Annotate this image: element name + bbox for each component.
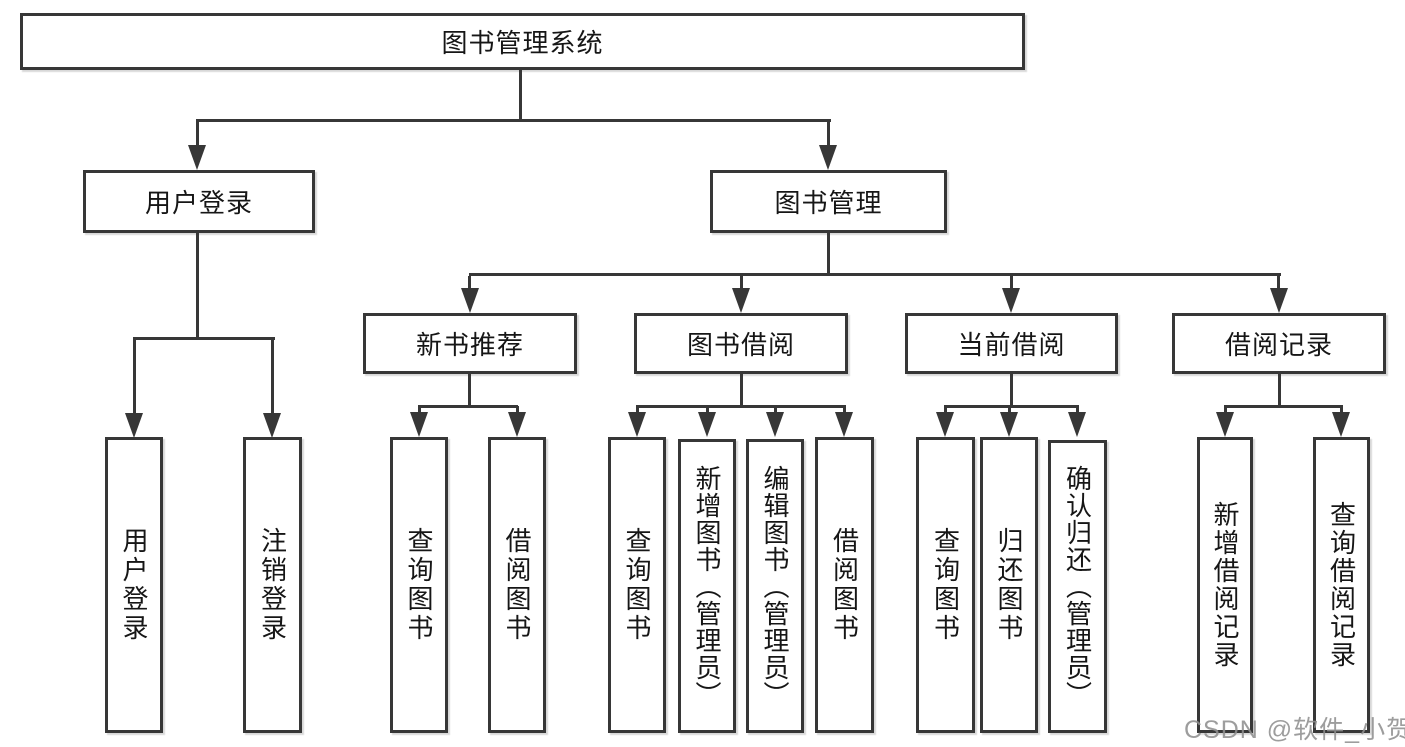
leaf-borrow-books-recommend: 借阅图书 [488,437,546,733]
connector-line [944,406,947,414]
node-current-borrow: 当前借阅 [905,313,1118,374]
connector-line [827,122,830,147]
connector-line [519,70,522,122]
leaf-add-borrow-record: 新增借阅记录 [1197,437,1253,733]
connector-line [133,337,275,340]
node-book-management: 图书管理 [710,170,947,233]
connector-line [196,122,199,147]
leaf-return-book: 归还图书 [980,437,1038,733]
node-user-login: 用户登录 [83,170,315,233]
arrow-down-icon [936,412,954,437]
connector-line [196,119,831,122]
connector-line [1277,276,1280,290]
connector-line [740,374,743,408]
connector-line [1010,276,1013,290]
node-root-system: 图书管理系统 [20,13,1025,70]
leaf-query-books-current: 查询图书 [916,437,975,733]
arrow-down-icon [819,145,837,170]
connector-line [1278,374,1281,408]
connector-line [1008,406,1011,414]
arrow-down-icon [628,412,646,437]
leaf-query-books-recommend: 查询图书 [390,437,448,733]
connector-line [774,406,777,414]
leaf-query-borrow-record: 查询借阅记录 [1313,437,1370,733]
leaf-confirm-return-admin: 确认归还（管理员） [1048,440,1107,733]
arrow-down-icon [508,412,526,437]
arrow-down-icon [732,288,750,313]
connector-line [636,405,846,408]
connector-line [827,233,830,273]
leaf-add-book-admin: 新增图书（管理员） [678,439,736,733]
connector-line [1340,406,1343,414]
arrow-down-icon [1216,412,1234,437]
connector-line [843,406,846,414]
arrow-down-icon [835,412,853,437]
connector-line [469,273,1281,276]
connector-line [468,276,471,290]
connector-line [1224,405,1343,408]
connector-line [271,340,274,414]
connector-line [1010,374,1013,408]
arrow-down-icon [263,413,281,438]
connector-line [706,406,709,414]
leaf-logout: 注销登录 [243,437,302,733]
connector-line [516,406,519,414]
arrow-down-icon [188,145,206,170]
arrow-down-icon [1332,412,1350,437]
connector-line [1224,406,1227,414]
connector-line [944,405,1079,408]
connector-line [1076,406,1079,414]
connector-line [636,406,639,414]
connector-line [133,340,136,414]
leaf-user-login: 用户登录 [105,437,163,733]
arrow-down-icon [698,412,716,437]
arrow-down-icon [461,288,479,313]
leaf-edit-book-admin: 编辑图书（管理员） [746,439,804,733]
arrow-down-icon [1000,412,1018,437]
leaf-query-books-borrow: 查询图书 [608,437,666,733]
connector-line [468,374,471,408]
connector-line [418,405,518,408]
node-new-book-recommend: 新书推荐 [363,313,577,374]
arrow-down-icon [766,412,784,437]
watermark: CSDN @软件_小贺同学 [1184,716,1405,744]
node-borrow-records: 借阅记录 [1172,313,1386,374]
leaf-borrow-books-borrow: 借阅图书 [815,437,874,733]
connector-line [196,233,199,337]
arrow-down-icon [1068,412,1086,437]
arrow-down-icon [1270,288,1288,313]
node-book-borrow: 图书借阅 [634,313,848,374]
connector-line [740,276,743,290]
arrow-down-icon [125,413,143,438]
connector-line [418,406,421,414]
arrow-down-icon [410,412,428,437]
arrow-down-icon [1002,288,1020,313]
